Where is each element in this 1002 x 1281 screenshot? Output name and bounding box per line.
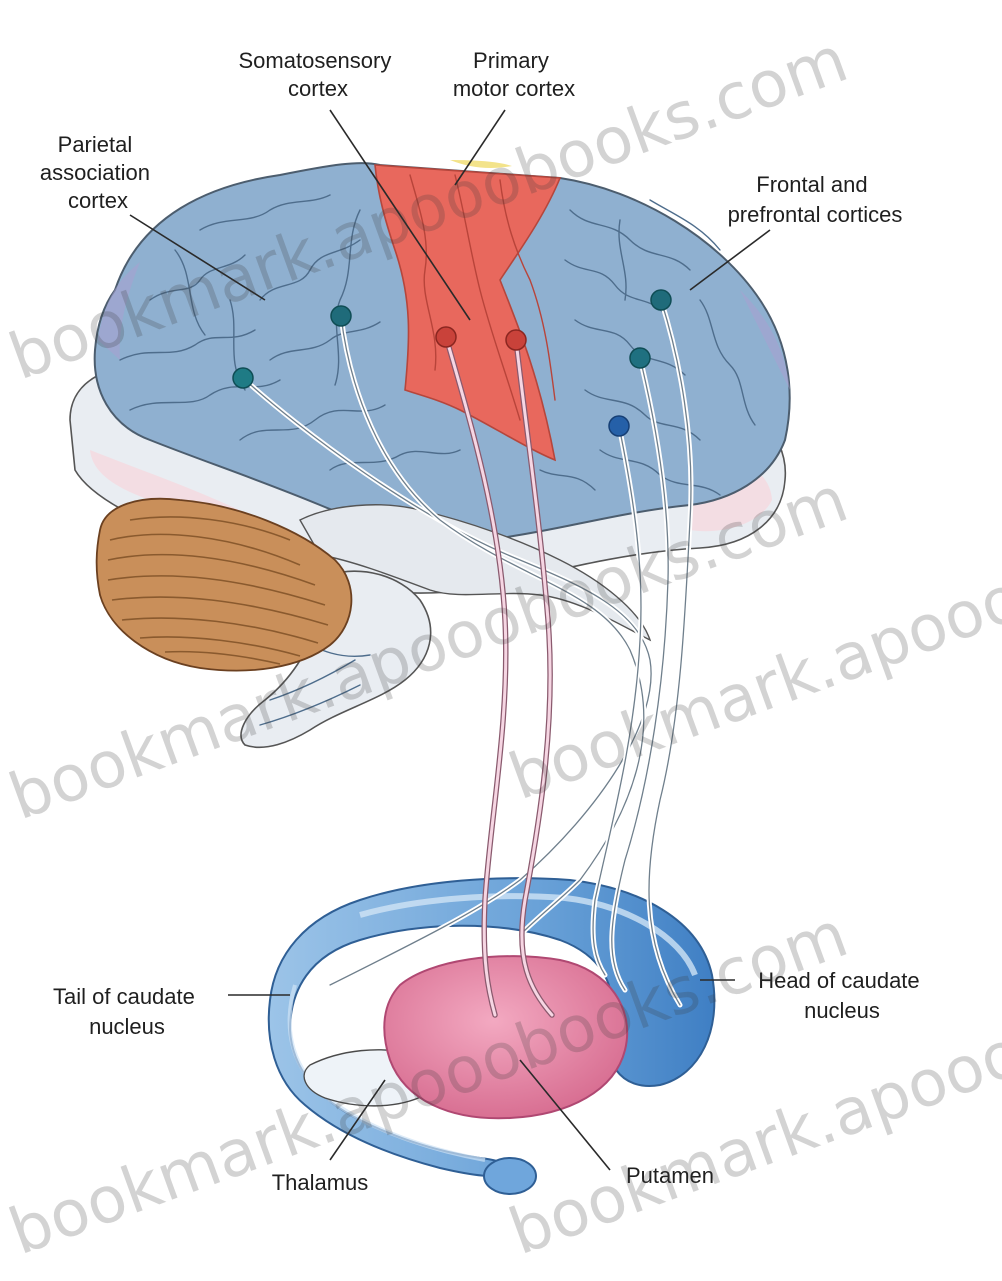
- frontal-neuron-1: [651, 290, 671, 310]
- label-tail-caudate: Tail of caudate nucleus: [53, 984, 201, 1039]
- label-parietal: Parietal association cortex: [40, 132, 156, 213]
- label-primary-motor: Primary motor cortex: [453, 48, 575, 101]
- frontal-neuron-2: [630, 348, 650, 368]
- frontal-neuron-3: [609, 416, 629, 436]
- label-somatosensory: Somatosensory cortex: [239, 48, 398, 101]
- parietal-neuron-2: [331, 306, 351, 326]
- label-frontal: Frontal and prefrontal cortices: [728, 172, 903, 227]
- motor-neuron-2: [506, 330, 526, 350]
- motor-neuron-1: [436, 327, 456, 347]
- watermark-4: bookmark.apooobooks.com: [0, 898, 857, 1270]
- parietal-neuron-1: [233, 368, 253, 388]
- amygdala-bulb: [484, 1158, 536, 1194]
